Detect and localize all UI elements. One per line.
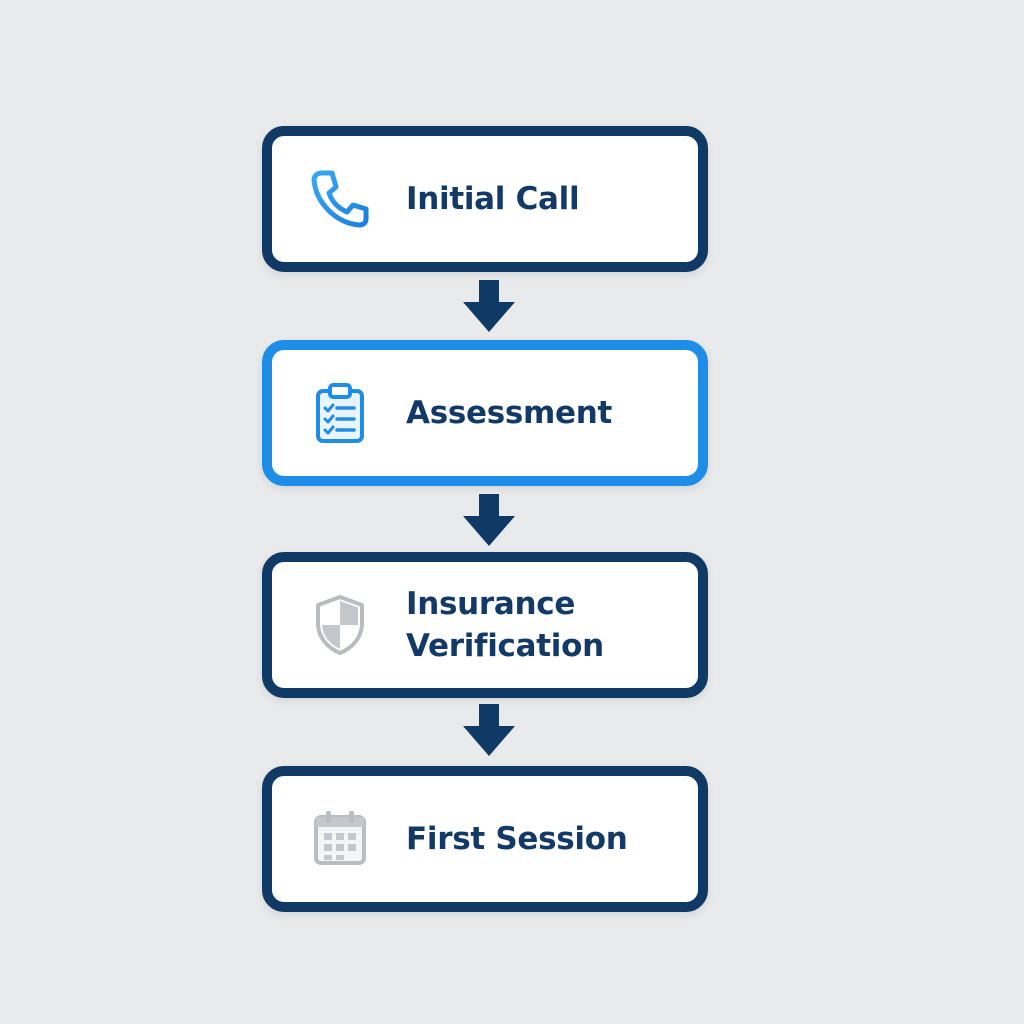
step-label: Insurance Verification [406,586,604,664]
step-assessment: Assessment [262,340,708,486]
calendar-icon [308,807,372,871]
step-first-session: First Session [262,766,708,912]
step-initial-call: Initial Call [262,126,708,272]
shield-icon [308,593,372,657]
step-insurance-verification: Insurance Verification [262,552,708,698]
step-label: Assessment [406,395,613,431]
down-arrow-icon [461,492,517,548]
down-arrow-icon [461,278,517,334]
step-label: First Session [406,821,628,857]
phone-icon [308,167,372,231]
down-arrow-icon [461,702,517,758]
step-label: Initial Call [406,181,580,217]
clipboard-checklist-icon [308,381,372,445]
